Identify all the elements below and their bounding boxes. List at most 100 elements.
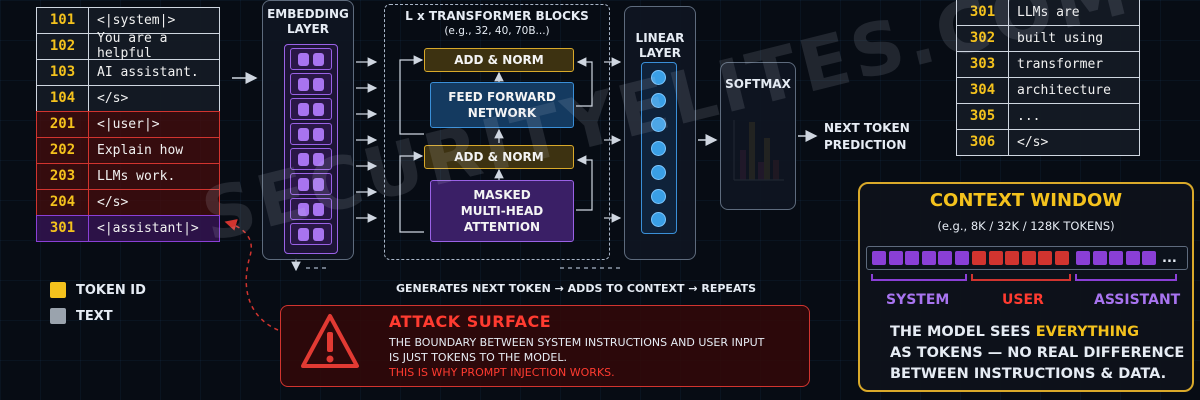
context-system-label: SYSTEM bbox=[886, 292, 950, 308]
token-text: built using bbox=[1017, 30, 1104, 46]
token-text: </s> bbox=[1017, 134, 1049, 150]
token-id: 101 bbox=[37, 7, 89, 33]
token-id: 203 bbox=[37, 163, 89, 189]
table-row: 201 <|user|> bbox=[36, 110, 220, 138]
token-id: 304 bbox=[957, 77, 1009, 103]
context-token-cell bbox=[1038, 251, 1052, 265]
token-text: Explain how bbox=[97, 142, 184, 158]
context-token-cell bbox=[1092, 251, 1107, 265]
token-id: 301 bbox=[37, 215, 89, 241]
legend-swatch-token-id bbox=[50, 282, 66, 298]
token-id: 306 bbox=[957, 129, 1009, 155]
embedding-cell bbox=[290, 173, 332, 195]
context-token-cell bbox=[888, 251, 903, 265]
embedding-cell bbox=[290, 198, 332, 220]
token-text: </s> bbox=[97, 90, 129, 106]
table-row: 104 </s> bbox=[36, 84, 220, 112]
linear-node bbox=[651, 93, 666, 108]
table-row: 306 </s> bbox=[956, 128, 1140, 156]
context-body: THE MODEL SEES EVERYTHING AS TOKENS — NO… bbox=[890, 324, 1185, 382]
linear-node bbox=[651, 141, 666, 156]
context-token-cell bbox=[1021, 251, 1036, 265]
legend-swatch-text bbox=[50, 308, 66, 324]
transformer-blocks-frame bbox=[384, 4, 610, 260]
context-token-cell bbox=[972, 251, 986, 265]
legend-text: TEXT bbox=[50, 308, 113, 324]
loop-caption: GENERATES NEXT TOKEN → ADDS TO CONTEXT →… bbox=[396, 282, 757, 295]
token-text: You are a helpful bbox=[97, 31, 168, 62]
embedding-cell bbox=[290, 98, 332, 120]
context-token-cell bbox=[1142, 251, 1156, 265]
token-id: 103 bbox=[37, 59, 89, 85]
context-title: CONTEXT WINDOW bbox=[929, 190, 1123, 211]
context-token-cell bbox=[1109, 251, 1123, 265]
context-token-cell bbox=[938, 251, 952, 265]
table-row: 204 </s> bbox=[36, 188, 220, 216]
embedding-cell bbox=[290, 73, 332, 95]
token-id: 303 bbox=[957, 51, 1009, 77]
add-norm-bottom: ADD & NORM bbox=[424, 145, 574, 169]
attack-surface-panel: ATTACK SURFACE THE BOUNDARY BETWEEN SYST… bbox=[280, 305, 810, 387]
token-id: 104 bbox=[37, 85, 89, 111]
token-text: LLMs are bbox=[1017, 4, 1080, 20]
table-row: 301 <|assistant|> bbox=[36, 214, 220, 242]
context-subtitle: (e.g., 8K / 32K / 128K TOKENS) bbox=[937, 219, 1115, 233]
context-user-label: USER bbox=[1002, 292, 1044, 308]
linear-title: LINEAR LAYER bbox=[635, 31, 685, 60]
context-token-cell bbox=[988, 251, 1003, 265]
linear-node bbox=[651, 117, 666, 132]
token-text: </s> bbox=[97, 194, 129, 210]
table-row: 305... bbox=[956, 102, 1140, 130]
context-token-cell bbox=[1076, 251, 1090, 265]
context-ellipsis: ... bbox=[1162, 251, 1177, 266]
context-window-panel bbox=[858, 182, 1194, 392]
context-token-cell bbox=[1054, 251, 1069, 265]
token-id: 204 bbox=[37, 189, 89, 215]
transformer-subtitle: (e.g., 32, 40, 70B...) bbox=[444, 25, 550, 37]
transformer-title: L x TRANSFORMER BLOCKS bbox=[405, 9, 589, 23]
embedding-cell bbox=[290, 223, 332, 245]
token-text: architecture bbox=[1017, 82, 1111, 98]
token-text: <|assistant|> bbox=[97, 220, 199, 236]
token-text: transformer bbox=[1017, 56, 1104, 72]
context-token-cell bbox=[921, 251, 936, 265]
linear-node bbox=[651, 165, 666, 180]
softmax-panel: SOFTMAX bbox=[720, 62, 796, 210]
embedding-cell bbox=[290, 48, 332, 70]
add-norm-top: ADD & NORM bbox=[424, 48, 574, 72]
context-token-cell bbox=[954, 251, 969, 265]
token-text: ... bbox=[1017, 108, 1041, 124]
context-token-cell bbox=[872, 251, 886, 265]
embedding-title: EMBEDDING LAYER bbox=[267, 7, 349, 36]
linear-node bbox=[651, 189, 666, 204]
token-id: 302 bbox=[957, 25, 1009, 51]
context-token-cell bbox=[1005, 251, 1019, 265]
token-text: <|user|> bbox=[97, 116, 160, 132]
legend-label: TOKEN ID bbox=[76, 282, 146, 298]
next-token-label: NEXT TOKEN PREDICTION bbox=[824, 121, 910, 152]
embedding-cell bbox=[290, 123, 332, 145]
token-id: 201 bbox=[37, 111, 89, 137]
table-row: 304 architecture bbox=[956, 76, 1140, 104]
linear-node bbox=[651, 212, 666, 227]
warning-icon bbox=[301, 314, 359, 368]
context-token-cell bbox=[905, 251, 919, 265]
table-row: 303 transformer bbox=[956, 50, 1140, 78]
table-row: 101<|system|> bbox=[36, 6, 220, 34]
attack-title: ATTACK SURFACE bbox=[389, 312, 552, 331]
token-text: LLMs work. bbox=[97, 168, 176, 184]
context-token-cell bbox=[1125, 251, 1140, 265]
legend-token-id: TOKEN ID bbox=[50, 282, 146, 298]
legend-label: TEXT bbox=[76, 308, 113, 324]
token-id: 305 bbox=[957, 103, 1009, 129]
table-row: 203 LLMs work. bbox=[36, 162, 220, 190]
embedding-cell bbox=[290, 148, 332, 170]
context-brackets bbox=[871, 274, 1177, 281]
